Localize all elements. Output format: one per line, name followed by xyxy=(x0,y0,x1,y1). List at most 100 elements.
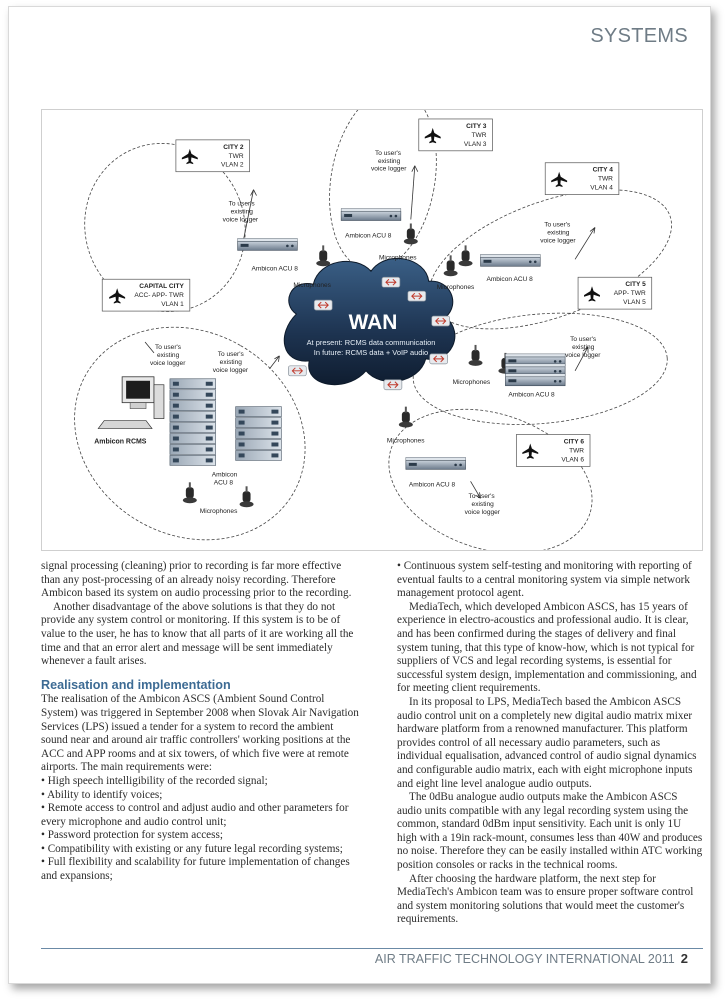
city6-site: Microphones Ambicon ACU 8 To user's exis… xyxy=(387,406,501,516)
city2-label: CITY 2 TWR VLAN 2 xyxy=(175,139,250,173)
acu-unit-icon xyxy=(340,208,402,221)
rack-icon xyxy=(235,406,282,461)
svg-text:Microphones: Microphones xyxy=(200,508,238,515)
svg-text:voice logger: voice logger xyxy=(371,166,407,173)
paragraph: The 0dBu analogue audio outputs make the… xyxy=(397,791,703,872)
router-icon xyxy=(429,353,449,365)
paragraph: Another disadvantage of the above soluti… xyxy=(41,600,354,668)
left-column: signal processing (cleaning) prior to re… xyxy=(41,560,361,884)
svg-text:CITY 5: CITY 5 xyxy=(625,281,646,288)
paragraph: MediaTech, which developed Ambicon ASCS,… xyxy=(397,600,697,695)
svg-text:ACU 8: ACU 8 xyxy=(214,479,234,486)
svg-text:CAPITAL CITY: CAPITAL CITY xyxy=(139,283,184,290)
microphone-icon xyxy=(182,482,197,504)
svg-text:existing: existing xyxy=(472,501,495,508)
city3-site: To user's existing voice logger Ambicon … xyxy=(340,150,418,261)
city5-label: CITY 5 APP- TWR VLAN 5 xyxy=(577,276,653,310)
svg-text:VLAN 2: VLAN 2 xyxy=(221,162,244,169)
wan-title: WAN xyxy=(349,311,398,334)
city5-site: To user's existing voice logger Micropho… xyxy=(453,336,602,399)
footer-divider xyxy=(41,948,703,949)
bullet-item: • Continuous system self-testing and mon… xyxy=(397,560,692,600)
svg-text:To user's: To user's xyxy=(469,493,496,500)
wan-cloud: WAN At present: RCMS data communication … xyxy=(283,257,456,386)
capital-site: To user's existing voice logger To user'… xyxy=(94,344,282,515)
page-number: 2 xyxy=(680,951,688,966)
svg-text:VLAN 3: VLAN 3 xyxy=(464,141,487,148)
svg-text:TWR: TWR xyxy=(598,176,613,183)
right-column: • Continuous system self-testing and mon… xyxy=(397,560,703,927)
wan-line1: At present: RCMS data communication xyxy=(307,338,436,347)
svg-text:CITY 2: CITY 2 xyxy=(223,144,244,151)
svg-text:existing: existing xyxy=(378,158,401,165)
svg-text:Ambicon: Ambicon xyxy=(212,471,238,478)
svg-text:voice logger: voice logger xyxy=(565,352,601,359)
section-heading: Realisation and implementation xyxy=(41,677,231,692)
svg-text:TWR: TWR xyxy=(472,132,487,139)
network-diagram-svg: WAN At present: RCMS data communication … xyxy=(74,110,672,550)
footer: AIR TRAFFIC TECHNOLOGY INTERNATIONAL 201… xyxy=(375,951,688,966)
svg-text:existing: existing xyxy=(547,229,570,236)
microphone-icon xyxy=(403,223,418,245)
svg-text:To user's: To user's xyxy=(218,351,245,358)
svg-text:CITY 3: CITY 3 xyxy=(466,123,487,130)
microphone-icon xyxy=(443,255,458,277)
svg-text:VLAN 5: VLAN 5 xyxy=(623,299,646,306)
city3-label: CITY 3 TWR VLAN 3 xyxy=(418,118,493,152)
paragraph: signal processing (cleaning) prior to re… xyxy=(41,560,352,600)
svg-text:existing: existing xyxy=(220,359,243,366)
capital-label: CAPITAL CITY ACC- APP- TWR VLAN 1 xyxy=(101,278,191,312)
svg-text:Microphones: Microphones xyxy=(379,254,417,261)
wan-line2: In future: RCMS data + VoIP audio xyxy=(314,348,428,357)
microphone-icon xyxy=(398,406,413,428)
router-icon xyxy=(383,379,403,391)
capital-boundary xyxy=(74,326,306,541)
svg-text:APP- TWR: APP- TWR xyxy=(614,290,646,297)
router-icon xyxy=(381,276,401,288)
router-icon xyxy=(431,315,451,327)
bullet-item: • Remote access to control and adjust au… xyxy=(41,802,349,828)
svg-text:Ambicon ACU 8: Ambicon ACU 8 xyxy=(345,232,392,239)
paragraph: After choosing the hardware platform, th… xyxy=(397,872,694,926)
router-icon xyxy=(407,290,427,302)
svg-text:Ambicon ACU 8: Ambicon ACU 8 xyxy=(409,481,456,488)
city6-label: CITY 6 TWR VLAN 6 xyxy=(515,434,591,467)
acu-unit-icon xyxy=(237,237,298,251)
section-label: SYSTEMS xyxy=(590,25,688,47)
svg-text:Microphones: Microphones xyxy=(453,379,491,386)
svg-text:voice logger: voice logger xyxy=(465,509,501,516)
svg-text:existing: existing xyxy=(157,352,180,359)
acu-unit-icon xyxy=(480,253,541,267)
svg-text:voice logger: voice logger xyxy=(150,360,186,367)
svg-text:voice logger: voice logger xyxy=(540,237,576,244)
router-icon xyxy=(313,299,333,311)
svg-text:Microphones: Microphones xyxy=(437,284,475,291)
bullet-item: • Full flexibility and scalability for f… xyxy=(41,856,350,883)
city4-label: CITY 4 TWR VLAN 4 xyxy=(544,162,620,195)
microphone-icon xyxy=(239,486,254,508)
paragraph: In its proposal to LPS, MediaTech based … xyxy=(397,695,697,790)
svg-text:Ambicon ACU 8: Ambicon ACU 8 xyxy=(508,392,555,399)
svg-text:To user's: To user's xyxy=(229,201,256,208)
svg-text:Ambicon ACU 8: Ambicon ACU 8 xyxy=(486,276,533,283)
bullet-item: • Password protection for system access; xyxy=(41,829,223,842)
bullet-item: • Ability to identify voices; xyxy=(41,788,163,801)
page: SYSTEMS xyxy=(8,6,711,984)
svg-text:Microphones: Microphones xyxy=(387,437,425,444)
microphone-icon xyxy=(468,344,483,366)
acu-unit-icon xyxy=(405,456,467,470)
svg-text:existing: existing xyxy=(231,209,254,216)
router-icon xyxy=(287,365,307,377)
svg-text:Ambicon ACU 8: Ambicon ACU 8 xyxy=(252,265,299,272)
svg-text:To user's: To user's xyxy=(570,336,597,343)
acu-unit-icon xyxy=(504,373,566,387)
paragraph: The realisation of the Ambicon ASCS (Amb… xyxy=(41,693,359,774)
svg-text:CITY 4: CITY 4 xyxy=(593,167,614,174)
svg-text:VLAN 6: VLAN 6 xyxy=(561,456,584,463)
microphone-icon xyxy=(316,245,331,267)
city2-boundary xyxy=(84,143,246,312)
svg-text:TWR: TWR xyxy=(569,447,584,454)
svg-text:VLAN 1: VLAN 1 xyxy=(161,301,184,308)
svg-text:Ambicon RCMS: Ambicon RCMS xyxy=(94,438,147,445)
bullet-item: • Compatibility with existing or any fut… xyxy=(41,842,343,855)
